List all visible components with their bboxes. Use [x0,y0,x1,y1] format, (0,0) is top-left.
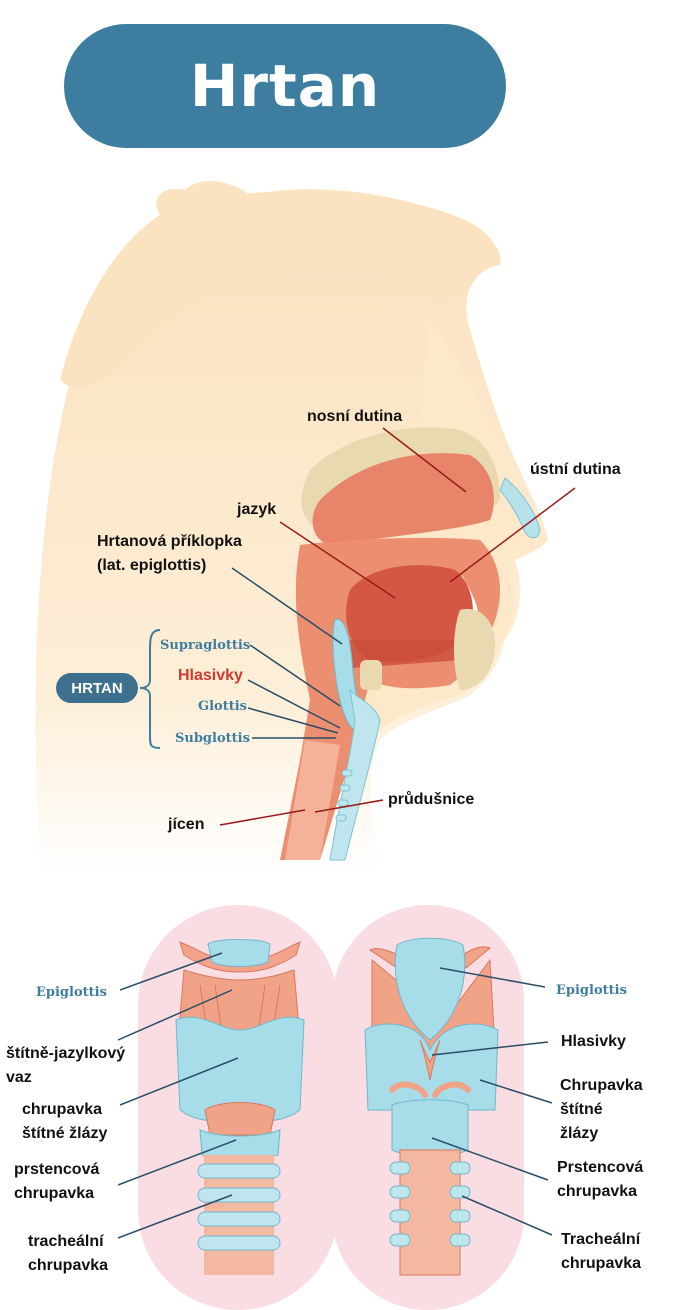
label-back-cricoid-line2: chrupavka [557,1183,638,1200]
leader-front-cricoid [117,1139,237,1186]
label-back-thyroid-line1: Chrupavka [560,1077,643,1094]
label-front-cricoid-line2: chrupavka [14,1185,95,1202]
back-trachea-ring [449,1233,471,1247]
head-leader-lines [219,427,576,826]
front-trachea-ring [197,1187,281,1203]
hrtan-bracket [139,629,161,749]
trachea-ring [341,769,353,777]
leader-supraglottis [249,644,341,707]
front-trachea-ring [197,1163,281,1179]
label-nasal-cavity: nosní dutina [307,408,403,425]
leader-glottis [247,707,339,734]
leader-back-thyroid [479,1079,553,1104]
label-front-epiglottis: Epiglottis [36,985,107,1000]
page-title: Hrtan [189,52,381,120]
title-banner: Hrtan [64,24,506,148]
label-back-tracheal-line2: chrupavka [561,1255,642,1272]
back-trachea-ring [449,1161,471,1175]
label-front-tracheal-line2: chrupavka [28,1257,109,1274]
back-trachea [399,1149,461,1276]
hyoid-bone [360,660,382,690]
hrtan-badge: HRTAN [56,673,138,703]
head-profile [35,180,549,871]
label-front-thyrohyoid-line1: štítně-jazylkový [6,1045,126,1062]
nose-cartilage [499,477,541,539]
front-trachea-ring [197,1211,281,1227]
leader-front-tracheal [117,1194,233,1239]
leader-epiglottis [231,567,343,645]
leader-front-epiglottis [119,952,223,991]
label-back-vocal-cords: Hlasivky [561,1033,626,1050]
front-epiglottis [207,939,271,967]
back-arytenoid [389,1081,471,1098]
leader-back-vocal-cords [431,1041,549,1056]
label-front-thyrohyoid-line2: vaz [6,1069,32,1086]
hair [60,180,499,388]
back-view [332,905,524,1310]
leader-back-cricoid [431,1137,549,1181]
back-trachea-rings [389,1161,471,1247]
label-glottis: Glottis [198,699,247,714]
esophagus [285,740,340,860]
label-supraglottis: Supraglottis [160,638,251,653]
label-front-cricoid-line1: prstencová [14,1161,100,1178]
label-trachea: průdušnice [388,791,475,808]
trachea-rings [335,769,353,822]
label-back-thyroid-line2: štítné [560,1101,603,1118]
leader-oral [449,487,576,583]
leader-tongue [279,521,396,599]
label-esophagus: jícen [168,816,205,833]
back-trachea-ring [389,1161,411,1175]
label-front-thyroid-line2: štítné žlázy [22,1125,108,1142]
jaw-bone [454,609,495,690]
leader-vocal-cords [247,679,341,729]
front-cricothyroid [204,1102,276,1136]
front-trachea-ring [197,1235,281,1251]
back-trachea-ring [389,1185,411,1199]
leader-front-thyrohyoid [117,989,233,1041]
bottom-leader-lines [117,952,553,1239]
label-back-tracheal-line1: Tracheální [561,1231,641,1248]
label-epiglottis-line2: (lat. epiglottis) [97,557,207,574]
back-vocal-folds [419,1039,441,1081]
back-trachea-ring [449,1209,471,1223]
label-back-epiglottis: Epiglottis [556,983,627,998]
back-trachea-ring [389,1209,411,1223]
label-vocal-cords: Hlasivky [178,667,243,684]
back-trachea-ring [389,1233,411,1247]
leader-back-tracheal [461,1195,553,1236]
nasal-cavity [312,453,494,545]
leader-nasal [382,427,467,493]
label-subglottis: Subglottis [175,731,250,746]
trachea-ring [339,784,351,792]
label-tongue: jazyk [237,501,277,518]
back-epiglottis [394,937,466,1041]
label-oral-cavity: ústní dutina [530,461,621,478]
label-front-tracheal-line1: tracheální [28,1233,104,1250]
leader-trachea [314,799,384,813]
front-trachea-rings [197,1163,281,1251]
trachea-ring [335,814,347,822]
label-back-cricoid-line1: Prstencová [557,1159,644,1176]
back-trachea-ring [449,1185,471,1199]
trachea-ring [337,799,349,807]
tongue [346,565,473,662]
label-epiglottis-line1: Hrtanová příklopka [97,533,242,550]
leader-back-epiglottis [439,967,546,988]
label-back-thyroid-line3: žlázy [560,1125,599,1142]
leader-esophagus [219,809,306,826]
front-view [138,905,338,1310]
label-front-thyroid-line1: chrupavka [22,1101,103,1118]
leader-front-thyroid [119,1057,239,1106]
